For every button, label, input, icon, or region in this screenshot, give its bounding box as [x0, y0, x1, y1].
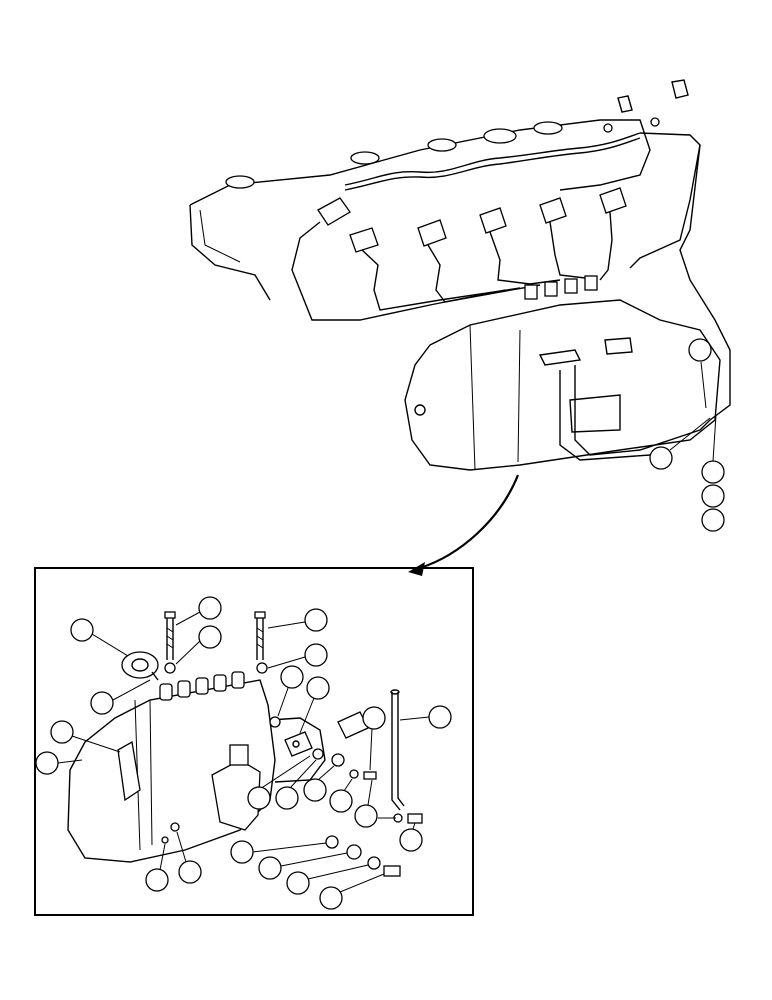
- nut-14b: [346, 844, 362, 860]
- callout-16b: [286, 864, 369, 895]
- engine-assembly-drawing: [189, 79, 731, 471]
- callout-9: [399, 705, 452, 729]
- callout-2: [175, 596, 222, 626]
- callout-13a: [275, 759, 317, 810]
- detail-pointer-arrow: [408, 474, 520, 576]
- banjo-bolt-10: [407, 813, 423, 824]
- callout-13c: [247, 786, 271, 810]
- callout-12: [362, 706, 386, 771]
- callout-16a: [230, 840, 327, 864]
- washer-26: [170, 822, 180, 832]
- callout-6: [90, 679, 151, 715]
- injector-lines: [291, 132, 731, 431]
- callout-5: [70, 618, 129, 657]
- washer-8: [269, 716, 281, 728]
- callout-4a: [175, 625, 222, 665]
- washer-4a: [164, 662, 176, 674]
- washer-16b: [367, 856, 381, 870]
- bolt-3: [254, 611, 266, 660]
- callout-25: [50, 720, 121, 753]
- fitting-7: [284, 731, 313, 757]
- detail-callouts: [35, 596, 452, 910]
- washer-4b: [256, 662, 268, 674]
- callout-28: [145, 843, 169, 892]
- callout-20: [701, 414, 725, 484]
- callout-10: [399, 822, 423, 852]
- callout-21: [701, 484, 725, 508]
- injectors: [317, 187, 627, 253]
- callout-11a: [354, 779, 378, 828]
- callout-4b: [267, 643, 328, 669]
- callout-1: [35, 751, 83, 775]
- callout-3: [267, 608, 328, 632]
- valve-cover-caps: [225, 121, 563, 189]
- injection-pump-upper: [404, 275, 721, 471]
- callout-26: [176, 831, 202, 884]
- pump-elements: [159, 671, 245, 701]
- nut-14a: [331, 753, 345, 767]
- washer-13b: [349, 769, 359, 779]
- lift-pump: [211, 744, 261, 831]
- callout-18: [688, 338, 712, 409]
- screw-11a: [363, 771, 377, 780]
- aneroid-cap: [121, 651, 159, 681]
- callout-19: [649, 417, 711, 470]
- callout-22: [701, 508, 725, 532]
- pump-detail-drawing: [67, 611, 423, 877]
- detail-callouts-extra: [247, 786, 396, 819]
- callout-13-ring: [253, 755, 311, 794]
- callout-8: [277, 665, 304, 717]
- detail-inset-frame: [34, 567, 474, 916]
- pipe-9: [390, 689, 405, 811]
- washer-13a: [312, 748, 324, 760]
- plug-28: [161, 836, 169, 844]
- callout-14a: [303, 765, 335, 802]
- callout-7: [299, 676, 330, 734]
- callout-15: [319, 873, 385, 910]
- bolt-15: [383, 865, 401, 877]
- bolt-2: [164, 611, 176, 660]
- washer-16a: [325, 835, 339, 849]
- callout-13b: [329, 778, 353, 813]
- sensor-12: [337, 711, 369, 739]
- callout-14b: [258, 852, 348, 880]
- upper-callouts: [649, 338, 725, 532]
